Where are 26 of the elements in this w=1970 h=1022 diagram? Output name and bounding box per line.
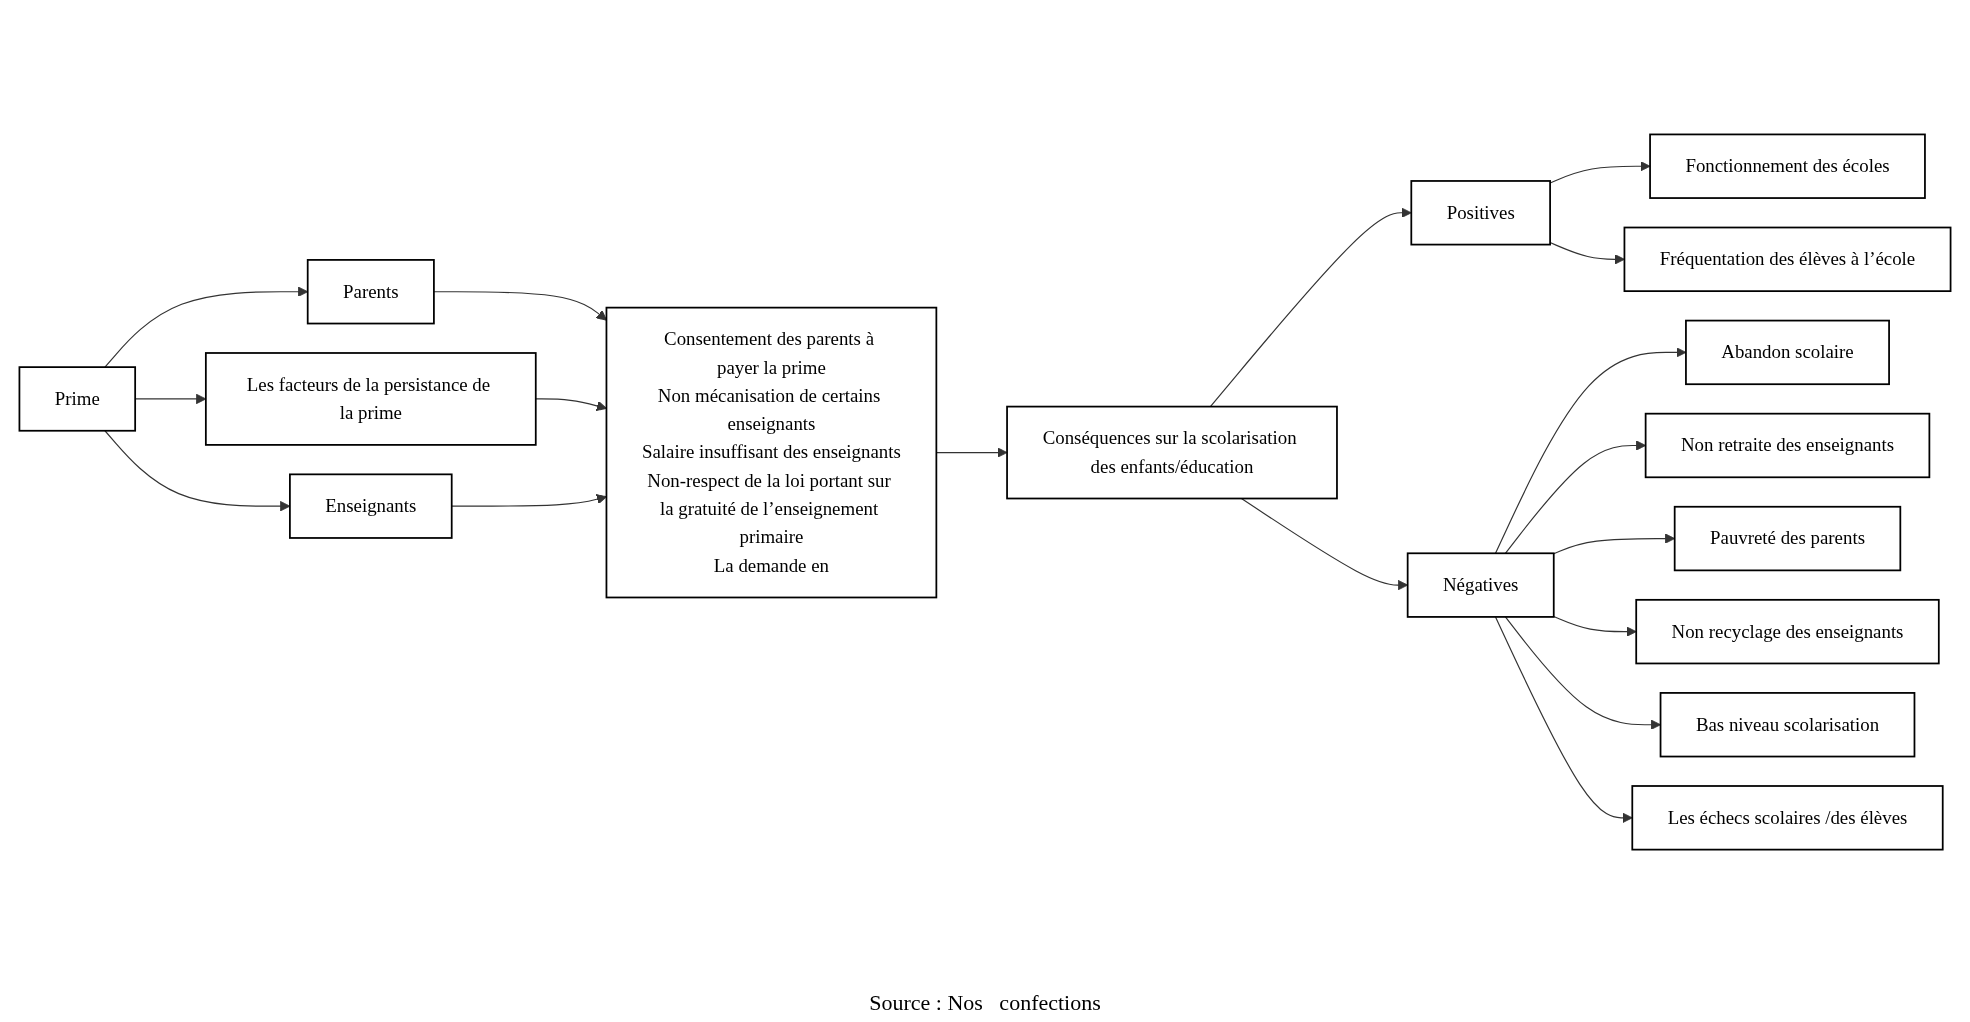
arrow: [535, 398, 607, 411]
node-box: Positives: [1410, 180, 1551, 246]
node-box: Négatives: [1406, 552, 1555, 618]
source-note: Source : Nos confections: [869, 990, 1101, 1016]
node-box: Pauvreté des parents: [1673, 505, 1902, 572]
node-box: Fréquentation des élèves à l’école: [1623, 226, 1952, 292]
arrow: [451, 494, 607, 507]
node-box: Fonctionnement des écoles: [1649, 133, 1926, 199]
arrow: [1549, 161, 1651, 184]
node-box: Les échecs scolaires /des élèves: [1631, 785, 1944, 851]
node-box: Parents: [306, 259, 435, 325]
arrow: [1549, 241, 1625, 265]
node-box: Prime: [18, 366, 137, 432]
arrow: [1553, 615, 1637, 637]
node-box: Non retraite des enseignants: [1644, 412, 1931, 479]
node-box: Bas niveau scolarisation: [1659, 692, 1916, 758]
node-box: Abandon scolaire: [1685, 319, 1890, 386]
arrow: [1504, 616, 1661, 730]
node-box: Non recyclage des enseignants: [1635, 598, 1940, 665]
arrow: [1209, 207, 1412, 408]
node-box: Enseignants: [289, 473, 453, 539]
arrow: [433, 291, 607, 321]
arrow: [1494, 616, 1633, 823]
node-box: Conséquences sur la scolarisation des enfants/éducation: [1006, 405, 1338, 500]
node-box: Les facteurs de la persistance de la prime: [204, 352, 537, 446]
node-box: Consentement des parents à payer la prime Non mécanisation de certains enseignants Salaire insuffisant des enseignants Non-respect de la loi portant sur la gratuité de l’enseignement primaire La demande en: [605, 306, 938, 599]
